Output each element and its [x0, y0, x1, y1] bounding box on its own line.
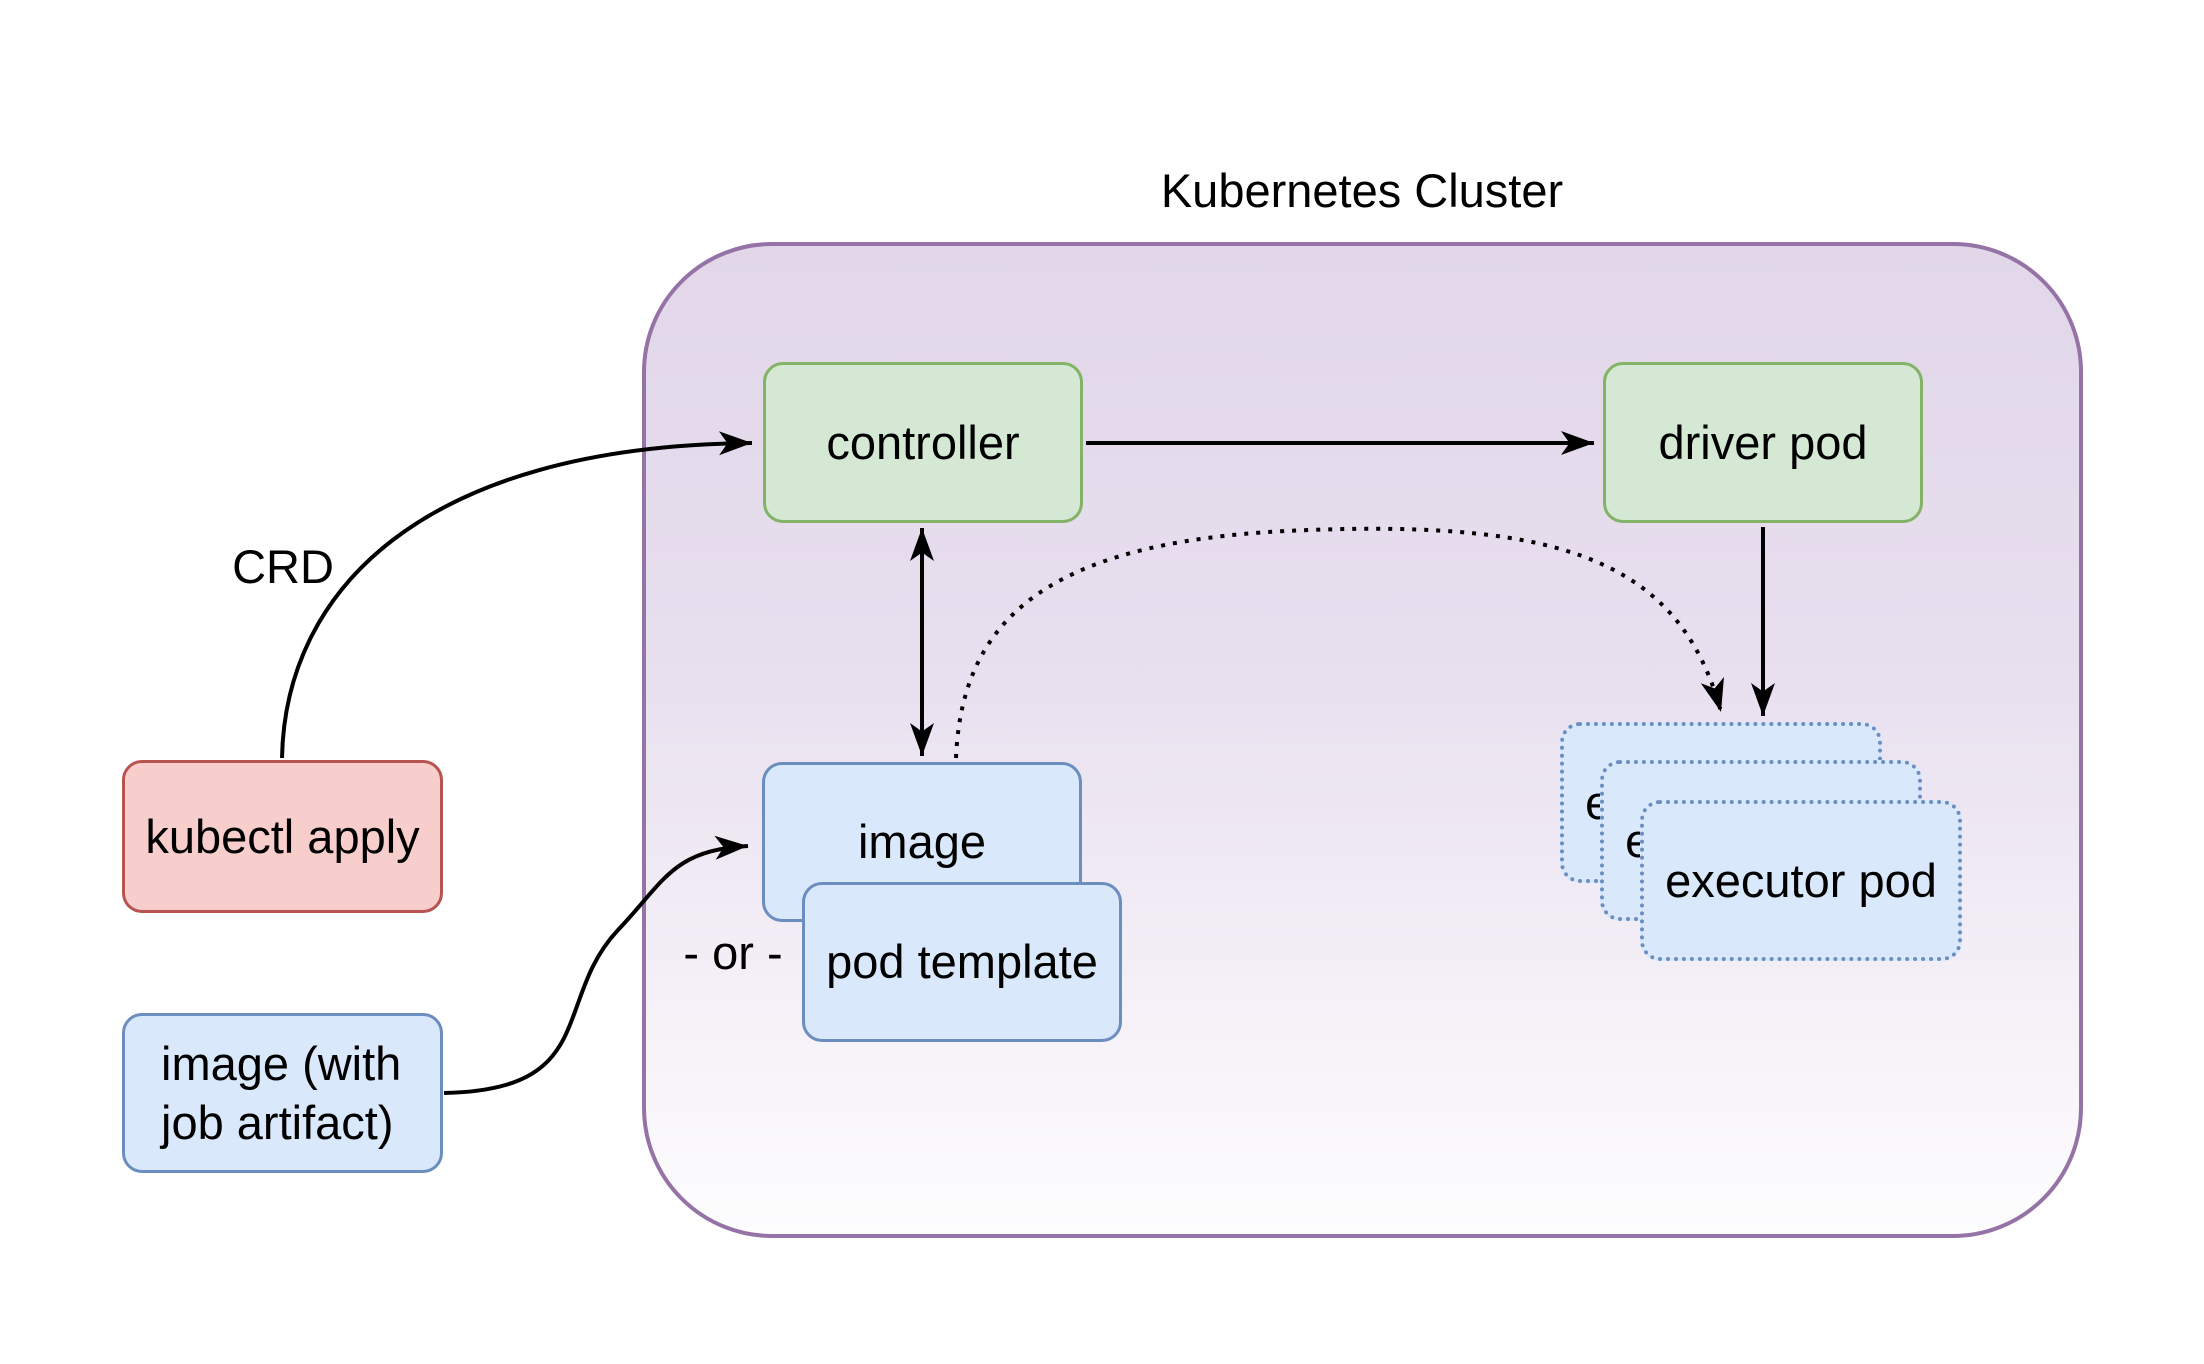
node-executor-pod-front-label: executor pod — [1665, 853, 1937, 907]
job-image-label-line2: job artifact) — [161, 1096, 394, 1149]
node-image-with-job-artifact-label: image (with job artifact) — [161, 1034, 401, 1152]
node-executor-pod-front: executor pod — [1640, 800, 1962, 961]
node-controller-label: controller — [826, 415, 1020, 469]
node-image-label: image — [857, 815, 986, 869]
node-driver-pod: driver pod — [1603, 362, 1923, 523]
job-image-label-line1: image (with — [161, 1036, 402, 1090]
crd-edge-label: CRD — [232, 539, 334, 593]
node-kubectl-apply: kubectl apply — [122, 760, 443, 913]
node-kubectl-apply-label: kubectl apply — [145, 809, 420, 863]
node-pod-template: pod template — [802, 882, 1122, 1042]
node-driver-pod-label: driver pod — [1658, 415, 1868, 469]
diagram-title: Kubernetes Cluster — [1160, 163, 1564, 217]
node-pod-template-label: pod template — [826, 935, 1098, 989]
node-image-with-job-artifact: image (with job artifact) — [122, 1013, 443, 1173]
node-controller: controller — [763, 362, 1083, 523]
